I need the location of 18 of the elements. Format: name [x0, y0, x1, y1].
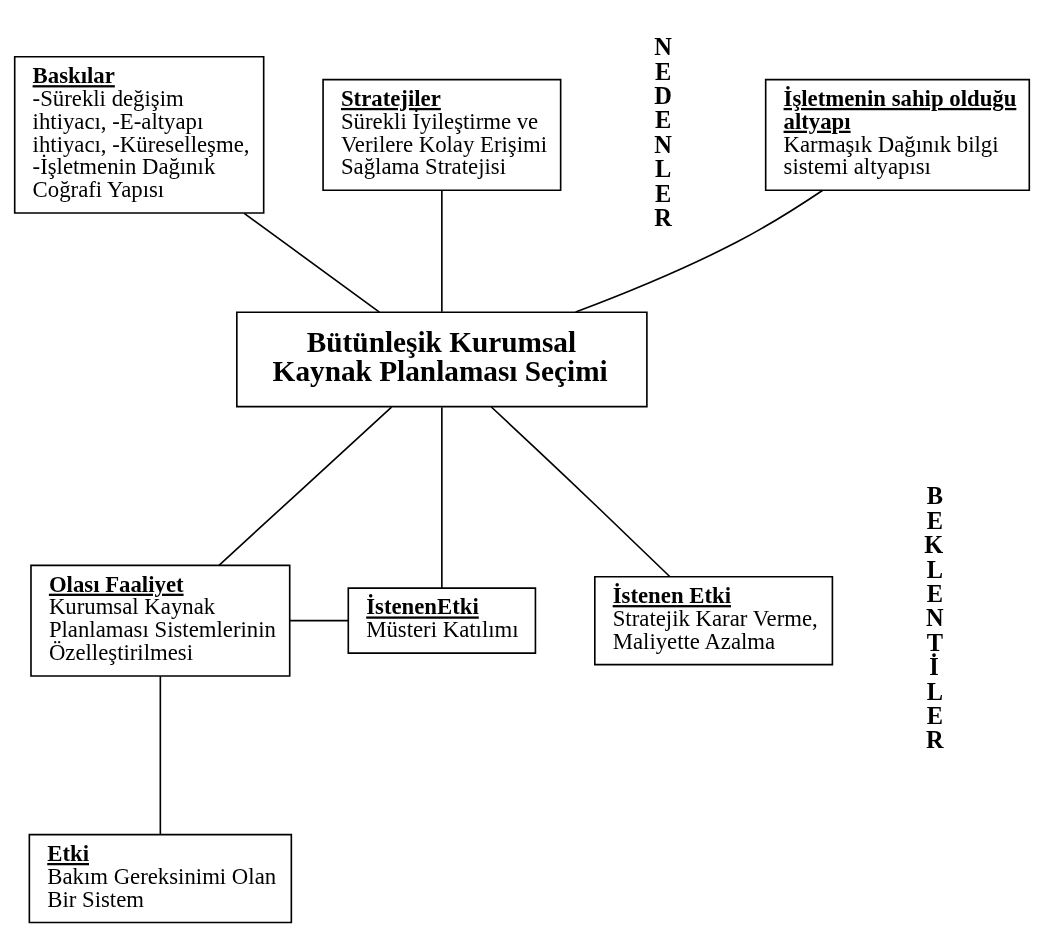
connector: [289, 619, 349, 622]
connector: [490, 406, 671, 578]
connector: [218, 406, 393, 567]
node-box: İstenen Etki Stratejik Karar Verme, Maliyette Azalma: [594, 575, 834, 666]
node-box: Bütünleşik Kurumsal Kaynak Planlaması Seçimi: [236, 311, 648, 408]
connector: [441, 189, 443, 313]
node-box: Etki Bakım Gereksinimi Olan Bir Sistem: [28, 833, 293, 924]
connector: [243, 212, 381, 313]
node-box: İstenenEtki Müsteri Katılımı: [347, 587, 537, 654]
connector: [574, 189, 824, 313]
connector: [441, 406, 443, 589]
connector: [159, 675, 162, 835]
node-box: İşletmenin sahip olduğu altyapı Karmaşık Dağınık bilgi sistemi altyapısı: [764, 78, 1031, 192]
node-box: Olası Faaliyet Kurumsal Kaynak Planlaması Sistemlerinin Özelleştirilmesi: [30, 564, 291, 677]
label: BEKLENTİLER: [924, 482, 944, 754]
label: NEDENLER: [654, 33, 672, 232]
node-box: Stratejiler Sürekli İyileştirme ve Verilere Kolay Erişimi Sağlama Stratejisi: [322, 78, 562, 192]
node-box: Baskılar -Sürekli değişim ihtiyacı, -E-altyapı ihtiyacı, -Küreselleşme, -İşletmenin Dağınık Coğrafi Yapısı: [13, 56, 265, 214]
